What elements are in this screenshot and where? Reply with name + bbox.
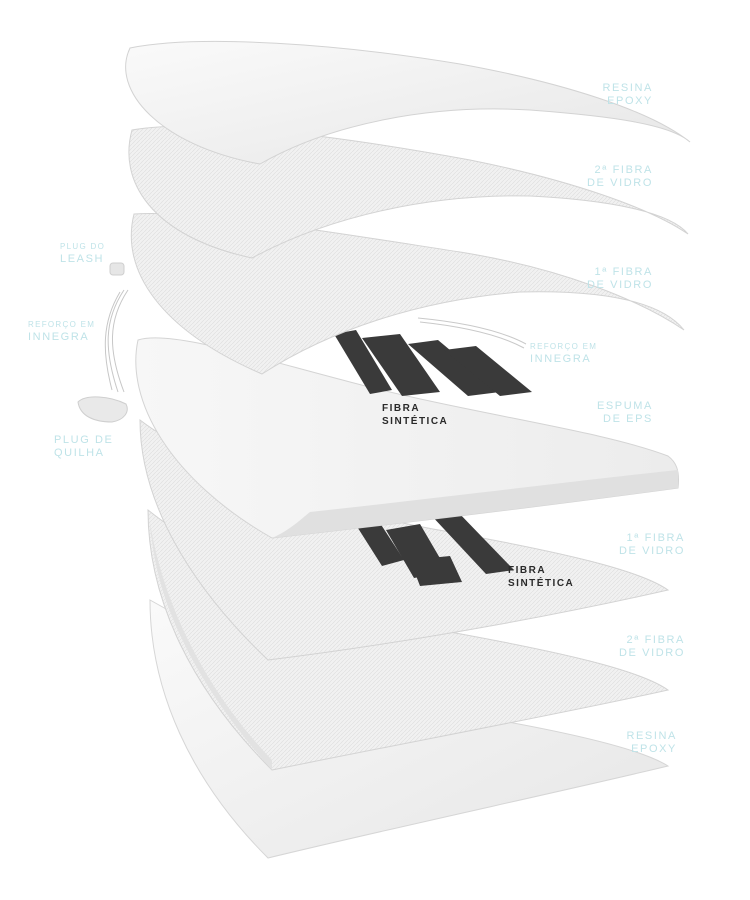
innegra-left-shape [104, 289, 129, 393]
layer-label-resin-top: RESINA EPOXY [602, 82, 653, 108]
layer-label-line2: DE VIDRO [619, 647, 685, 659]
synthetic-fiber-strip-upper [334, 330, 532, 396]
leash-plug-shape [109, 262, 125, 276]
layer-label-line1: 1ª FIBRA [594, 266, 653, 278]
layer-top-resin [125, 40, 691, 165]
component-label-line2: QUILHA [54, 447, 105, 459]
fiber-label-line1: FIBRA [382, 403, 421, 414]
fiber-label-line1: FIBRA [508, 565, 547, 576]
fiber-label-line2: SINTÉTICA [382, 416, 449, 427]
component-label-line1: REFORÇO EM [28, 320, 96, 329]
layer-top-glass-1 [130, 213, 685, 375]
layer-label-line1: RESINA [602, 82, 653, 94]
layer-label-line1: ESPUMA [596, 400, 653, 412]
innegra-right-label: REFORÇO EM INNEGRA [530, 340, 597, 366]
synthetic-fiber-strip-lower [356, 510, 514, 586]
layer-label-line1: 1ª FIBRA [626, 532, 685, 544]
layer-label-line2: DE VIDRO [587, 279, 653, 291]
layer-label-line2: DE EPS [603, 413, 653, 425]
fin-plug-shape [77, 396, 128, 423]
innegra-left-label: REFORÇO EM INNEGRA [28, 318, 95, 344]
layer-label-glass1-top: 1ª FIBRA DE VIDRO [587, 266, 653, 292]
component-label-line1: PLUG DE [54, 434, 114, 446]
layer-label-line1: 2ª FIBRA [594, 164, 653, 176]
component-label-line1: PLUG DO [60, 242, 106, 251]
component-label-line2: INNEGRA [530, 353, 592, 365]
layer-label-glass1-bottom: 1ª FIBRA DE VIDRO [619, 532, 685, 558]
layer-label-line2: EPOXY [631, 743, 677, 755]
component-label-line1: REFORÇO EM [530, 342, 598, 351]
fin-plug-label: PLUG DE QUILHA [54, 434, 114, 460]
component-label-line2: INNEGRA [28, 331, 90, 343]
fiber-label-line2: SINTÉTICA [508, 578, 575, 589]
layer-label-eps: ESPUMA DE EPS [597, 400, 653, 426]
synthetic-fiber-label-upper: FIBRA SINTÉTICA [382, 402, 448, 428]
layer-label-resin-bottom: RESINA EPOXY [626, 730, 677, 756]
layer-label-line2: DE VIDRO [619, 545, 685, 557]
layer-label-line1: 2ª FIBRA [626, 634, 685, 646]
layer-label-glass2-top: 2ª FIBRA DE VIDRO [587, 164, 653, 190]
layer-label-glass2-bottom: 2ª FIBRA DE VIDRO [619, 634, 685, 660]
leash-plug-label: PLUG DO LEASH [60, 240, 105, 266]
layer-label-line2: DE VIDRO [587, 177, 653, 189]
synthetic-fiber-label-lower: FIBRA SINTÉTICA [508, 564, 574, 590]
component-label-line2: LEASH [60, 253, 105, 265]
layer-label-line2: EPOXY [607, 95, 653, 107]
layer-label-line1: RESINA [626, 730, 677, 742]
innegra-right-shape [417, 317, 527, 349]
